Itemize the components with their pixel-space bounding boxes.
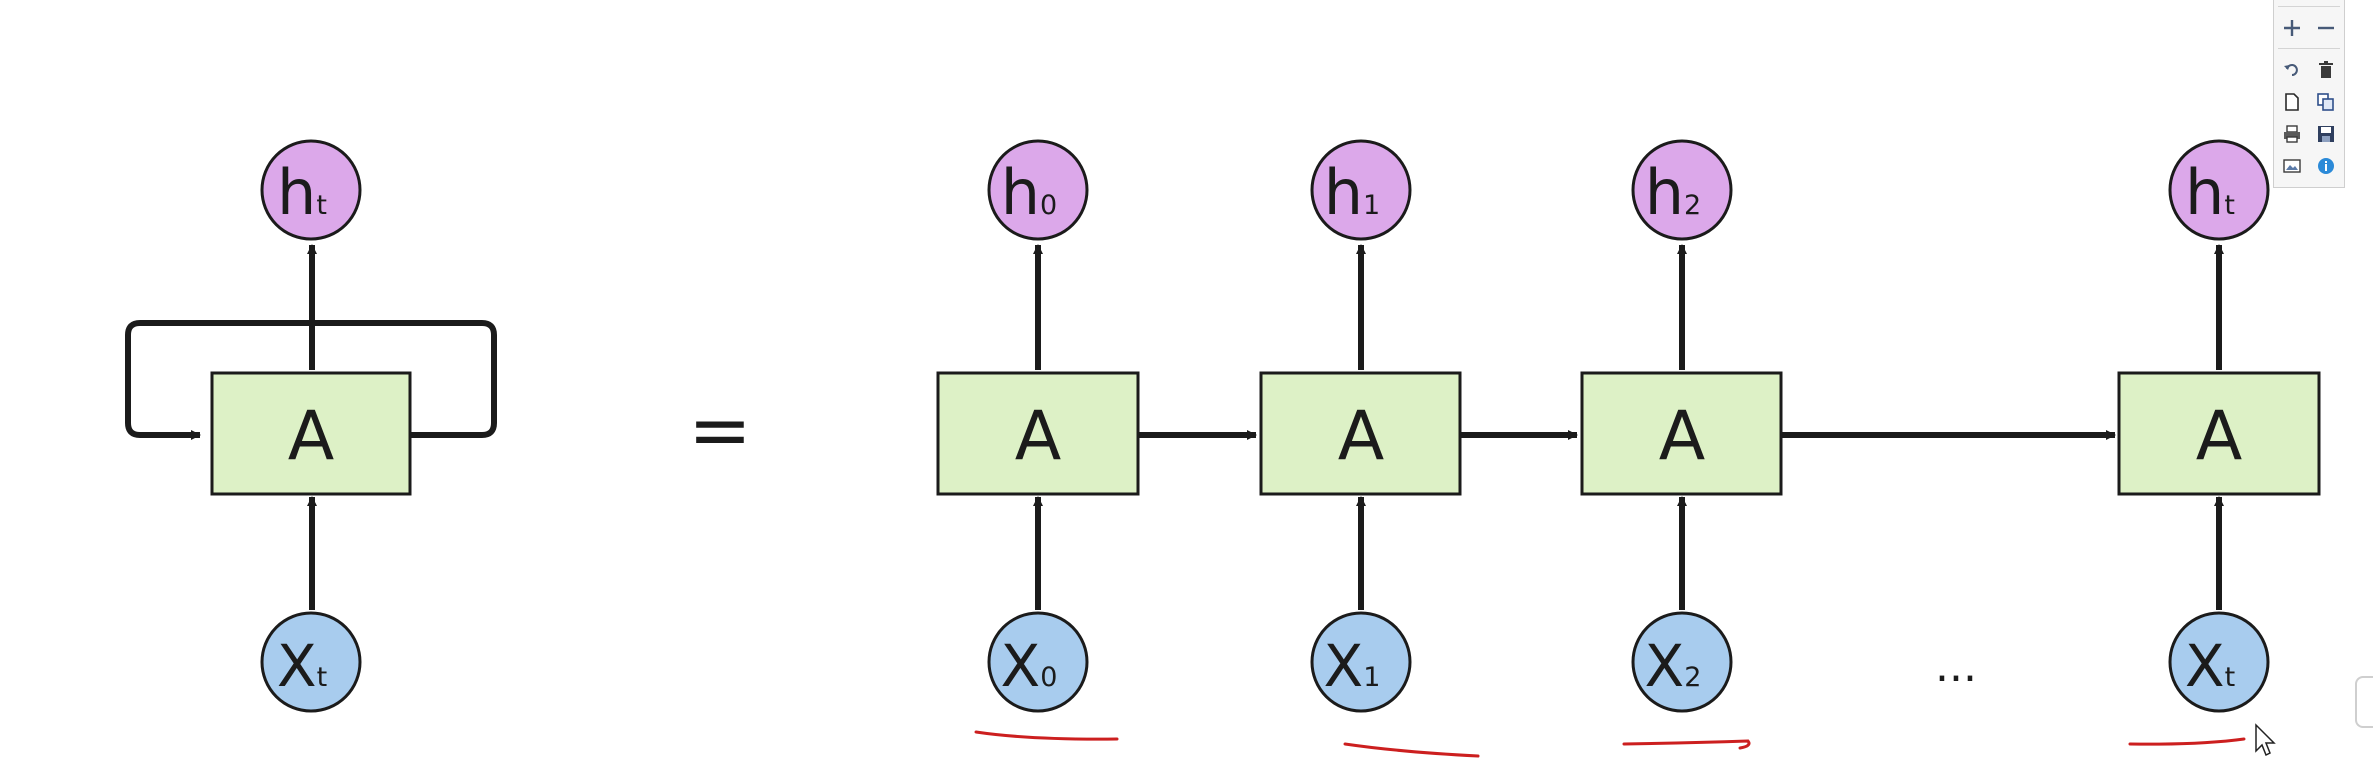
save-button[interactable]: [2312, 120, 2340, 148]
output-subscript: 0: [1040, 190, 1057, 221]
equals-sign: =: [688, 385, 752, 474]
output-label: h: [2185, 156, 2224, 229]
rolled-input-subscript: t: [317, 662, 328, 693]
rolled-output-subscript: t: [316, 190, 327, 221]
copy-icon: [2317, 93, 2334, 111]
input-subscript: 1: [1363, 662, 1380, 693]
cell-label: A: [2196, 397, 2243, 476]
rolled-cell-label: A: [288, 397, 335, 476]
minus-icon: [2318, 26, 2334, 30]
plus-icon: [2284, 20, 2300, 36]
input-label: X: [1645, 632, 1685, 700]
undo-icon: [2284, 64, 2298, 76]
svg-text:h1: h1: [1324, 156, 1380, 229]
rnn-cell: [936, 371, 1140, 496]
svg-text:ht: ht: [2185, 156, 2235, 229]
trash-icon: [2319, 61, 2333, 78]
input-subscript: 0: [1040, 662, 1057, 693]
sequence-ellipsis: ...: [1935, 641, 1977, 692]
time-step-1: A h1 X1: [1259, 139, 1462, 713]
time-step-0: A h0 X0: [936, 139, 1140, 713]
pen-annotations: [974, 730, 2246, 758]
output-subscript: 2: [1684, 190, 1701, 221]
toolbar-divider: [2278, 6, 2340, 7]
input-node: [2168, 611, 2270, 713]
output-node: [987, 139, 1089, 241]
side-panel-tab[interactable]: [2355, 676, 2373, 728]
output-subscript: 1: [1363, 190, 1380, 221]
output-node: [1631, 139, 1733, 241]
underline-x0: [974, 730, 1119, 741]
cell-label: A: [1659, 397, 1706, 476]
output-node: [2168, 139, 2270, 241]
svg-text:h0: h0: [1001, 156, 1057, 229]
rolled-input-label: X: [277, 632, 317, 700]
toolbar-divider: [2278, 48, 2340, 49]
rnn-cell: [1259, 371, 1462, 496]
input-node: [987, 611, 1089, 713]
rnn-cell: [1580, 371, 1783, 496]
zoom-in-button[interactable]: [2278, 14, 2306, 42]
rolled-output-label: h: [277, 156, 316, 229]
printer-icon: [2284, 125, 2300, 143]
time-step-2: A h2 X2: [1580, 139, 1783, 713]
input-label: X: [2185, 632, 2225, 700]
output-label: h: [1001, 156, 1040, 229]
svg-text:ht: ht: [277, 156, 327, 229]
cell-label: A: [1338, 397, 1385, 476]
underline-xt: [2128, 737, 2246, 746]
mouse-cursor-icon: [2255, 723, 2276, 757]
rolled-cell: [210, 371, 412, 496]
new-page-icon: [2285, 93, 2299, 111]
zoom-out-button[interactable]: [2312, 14, 2340, 42]
info-button[interactable]: [2312, 152, 2340, 180]
floppy-disk-icon: [2318, 126, 2334, 142]
output-label: h: [1645, 156, 1684, 229]
svg-text:Xt: Xt: [277, 632, 327, 700]
rolled-rnn: A ht Xt: [125, 139, 497, 713]
copy-button[interactable]: [2312, 88, 2340, 116]
input-label: X: [1001, 632, 1041, 700]
underline-x2: [1622, 739, 1751, 750]
svg-text:X1: X1: [1324, 632, 1381, 700]
new-page-button[interactable]: [2278, 88, 2306, 116]
svg-text:Xt: Xt: [2185, 632, 2235, 700]
undo-button[interactable]: [2278, 56, 2306, 84]
svg-text:h2: h2: [1645, 156, 1701, 229]
underline-x1: [1343, 742, 1480, 758]
rolled-output-node: [260, 139, 362, 241]
unrolled-rnn: A h0 X0 A h1 X1 A h2 X2 ..: [936, 139, 2321, 713]
input-subscript: 2: [1684, 662, 1701, 693]
image-button[interactable]: [2278, 152, 2306, 180]
image-icon: [2283, 159, 2301, 173]
svg-text:X0: X0: [1001, 632, 1058, 700]
rnn-cell: [2117, 371, 2321, 496]
cell-label: A: [1015, 397, 1062, 476]
input-node: [1631, 611, 1733, 713]
info-icon: [2318, 158, 2334, 174]
input-subscript: t: [2225, 662, 2236, 693]
print-button[interactable]: [2278, 120, 2306, 148]
time-step-t: A ht Xt: [2117, 139, 2321, 713]
input-node: [1310, 611, 1412, 713]
output-subscript: t: [2224, 190, 2235, 221]
output-label: h: [1324, 156, 1363, 229]
delete-button[interactable]: [2312, 56, 2340, 84]
svg-text:X2: X2: [1645, 632, 1702, 700]
input-label: X: [1324, 632, 1364, 700]
output-node: [1310, 139, 1412, 241]
rolled-input-node: [260, 611, 362, 713]
annotation-toolbar: [2273, 0, 2345, 188]
recurrent-loop-arrow: [125, 320, 497, 440]
